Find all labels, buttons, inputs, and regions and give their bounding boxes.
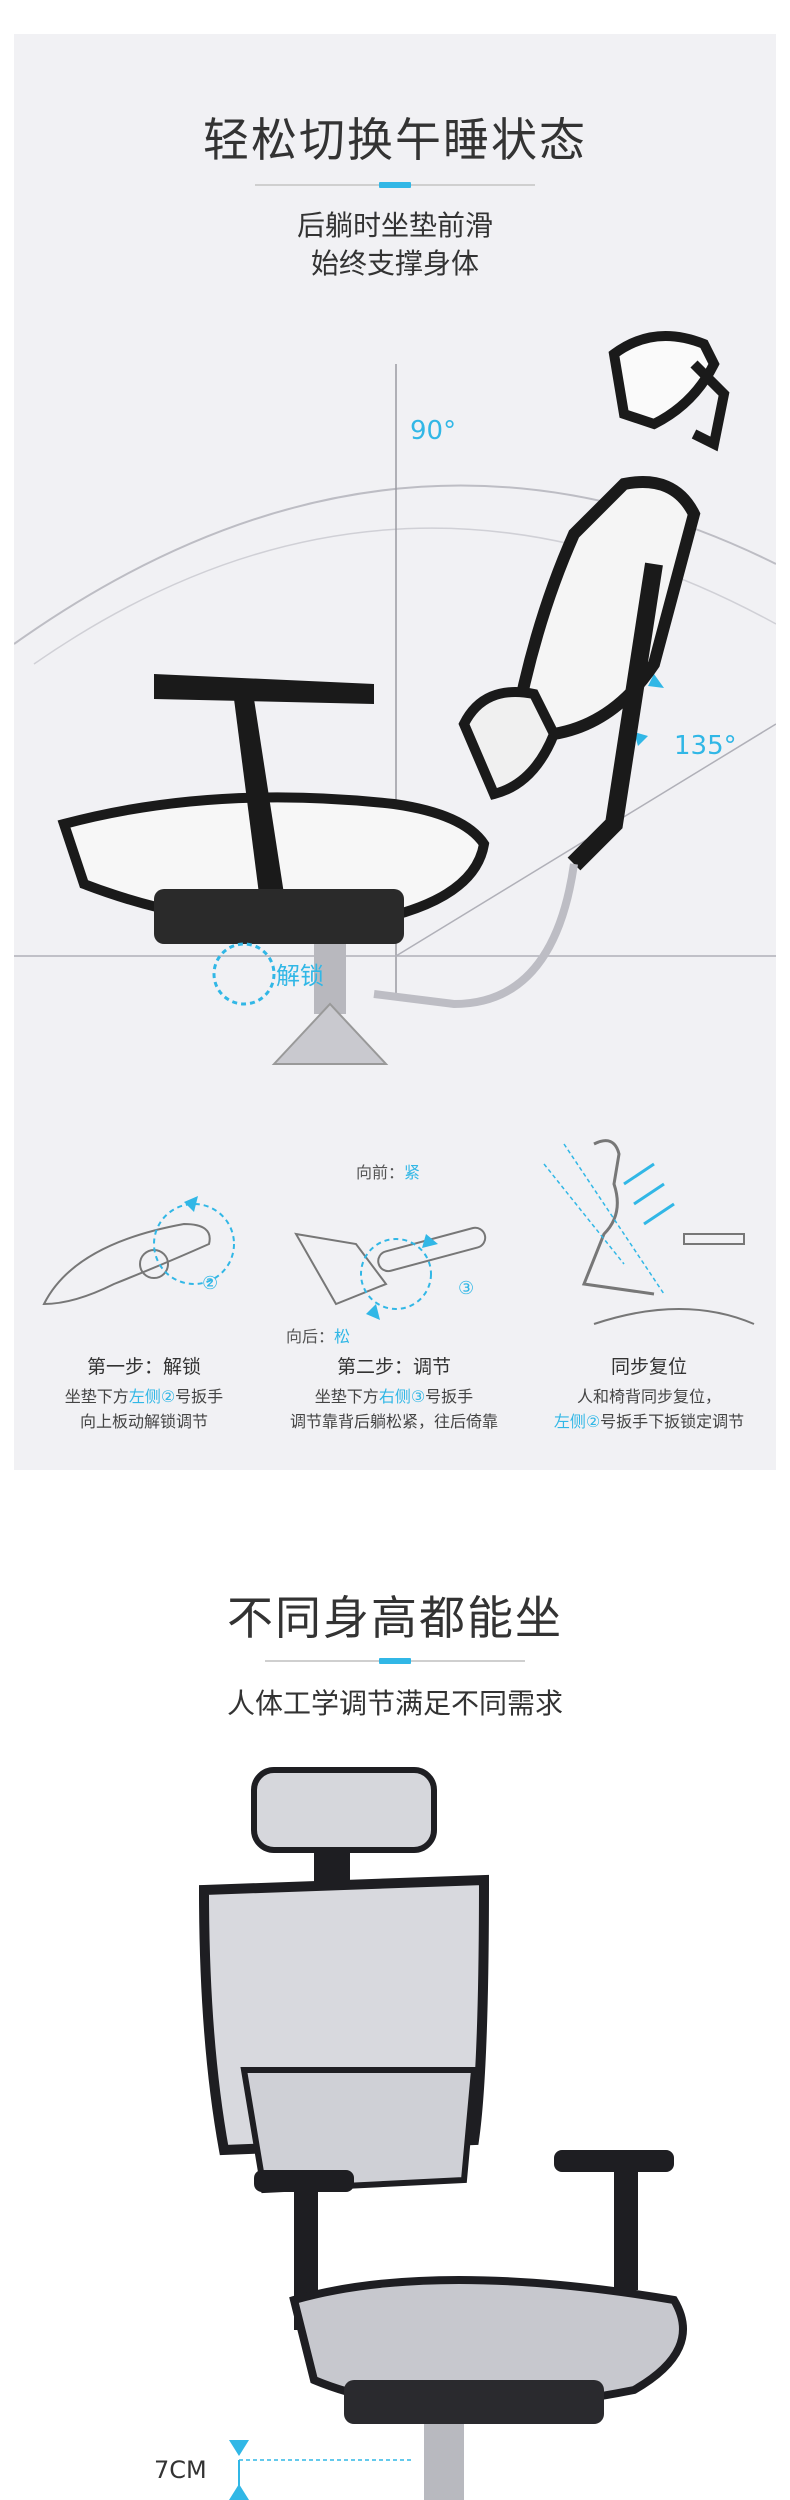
armrest-shape — [554, 2150, 674, 2172]
step1-text: 坐垫下方左侧②号扳手 向上板动解锁调节 — [64, 1387, 224, 1431]
step1-title: 第一步：解锁 — [86, 1356, 201, 1378]
arrow-icon — [623, 1162, 655, 1186]
headrest-shape — [251, 1767, 437, 1853]
arrow-up-icon — [229, 2484, 249, 2500]
back-state-label: 松 — [334, 1327, 350, 1346]
arrow-down-icon — [229, 2440, 249, 2456]
arrow-icon — [643, 1202, 675, 1226]
arrow-icon — [184, 1196, 198, 1212]
section-title: 轻松切换午睡状态 — [203, 113, 587, 167]
step1-lever-diagram: ② — [42, 1196, 235, 1306]
height-adjust-section: 不同身高都能坐 人体工学调节满足不同需求 — [14, 1520, 776, 2500]
arrow-icon — [633, 1182, 665, 1206]
step3-title: 同步复位 — [610, 1356, 687, 1378]
arrow-icon — [648, 674, 664, 688]
arrow-icon — [634, 732, 648, 746]
arrow-icon — [366, 1304, 380, 1320]
step2-title: 第二步：调节 — [336, 1356, 451, 1378]
section-title: 不同身高都能坐 — [227, 1591, 563, 1645]
step3-text: 人和椅背同步复位， 左侧②号扳手下扳锁定调节 — [553, 1387, 745, 1431]
section-subtitle: 人体工学调节满足不同需求 — [226, 1687, 563, 1720]
subtitle-line-1: 后躺时坐垫前滑 — [296, 209, 493, 242]
step3-recline-diagram — [543, 1139, 755, 1325]
lever-number-2: ② — [202, 1273, 218, 1294]
arrow-icon — [422, 1234, 438, 1248]
angle-90-label: 90° — [410, 416, 456, 446]
reclining-chair-illustration: 90° 135° — [14, 331, 776, 1065]
armrest-shape — [154, 674, 374, 704]
unlock-label: 解锁 — [276, 962, 324, 990]
lever-number-3: ③ — [458, 1278, 474, 1299]
back-direction-label: 向后： — [286, 1327, 334, 1346]
height-range-label: 7CM — [154, 2456, 207, 2484]
front-state-label: 紧 — [404, 1163, 420, 1182]
headrest-shape — [608, 331, 720, 430]
title-divider — [265, 1658, 525, 1664]
chair-front-illustration: 7CM — [154, 1767, 687, 2500]
step2-lever-diagram: 向前： 紧 ③ 向后： 松 — [286, 1163, 487, 1346]
angle-135-label: 135° — [674, 731, 737, 761]
subtitle-line-2: 始终支撑身体 — [310, 247, 479, 280]
title-divider — [255, 182, 535, 188]
step2-text: 坐垫下方右侧③号扳手 调节靠背后躺松紧，往后倚靠 — [289, 1387, 498, 1431]
front-direction-label: 向前： — [356, 1163, 404, 1182]
backrest-shape — [506, 476, 701, 740]
armrest-shape — [254, 2170, 354, 2192]
nap-mode-section: 轻松切换午睡状态 后躺时坐垫前滑 始终支撑身体 90° 135° — [14, 34, 776, 1470]
